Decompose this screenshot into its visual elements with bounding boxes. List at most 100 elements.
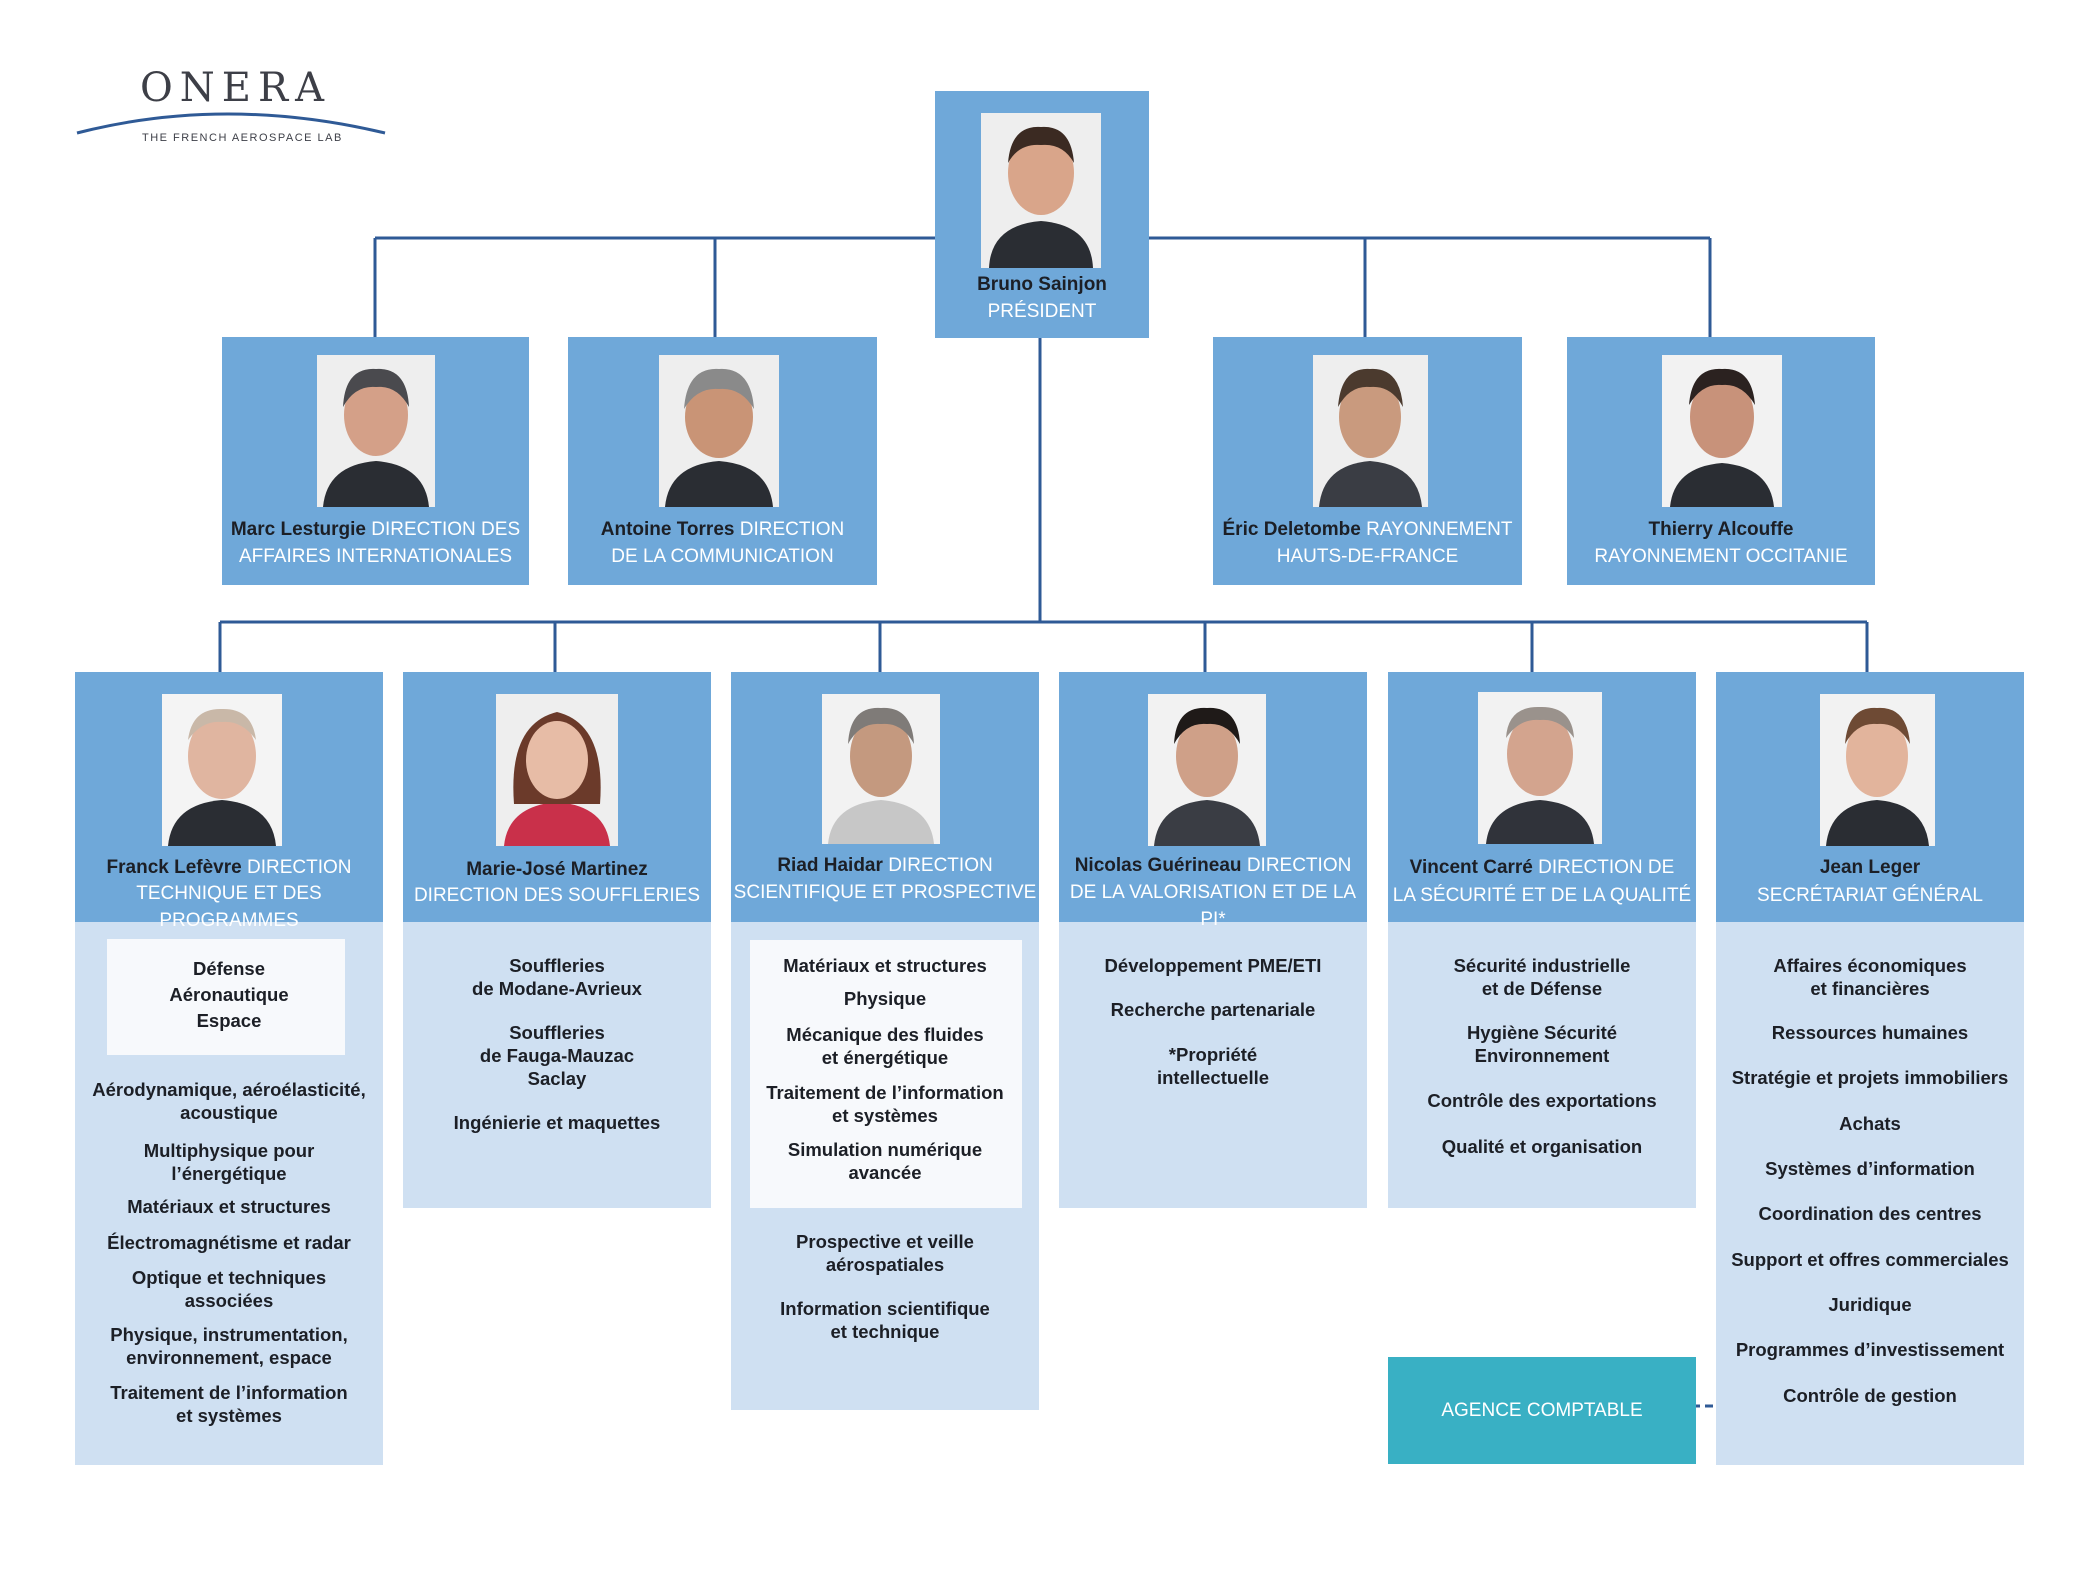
list-item: Physique [843, 988, 927, 1009]
person-title-line1: DIRECTION [888, 855, 993, 876]
person-title-line2: SCIENTIFIQUE ET PROSPECTIVE [733, 882, 1037, 903]
person-icon [1478, 692, 1602, 844]
person-photo [1148, 694, 1266, 846]
list-item: Information scientifique et technique [780, 1298, 990, 1342]
person-icon [659, 355, 779, 507]
person-icon [1313, 355, 1428, 507]
card-affaires-internationales: Marc Lesturgie DIRECTION DES AFFAIRES IN… [222, 337, 529, 585]
list-item: Simulation numérique avancée [787, 1139, 983, 1183]
list-item: Coordination des centres [1758, 1203, 1982, 1224]
list-item: Mécanique des fluides et énergétique [786, 1024, 984, 1068]
onera-logo: ONERA THE FRENCH AEROSPACE LAB [75, 65, 395, 150]
list-item: Espace [196, 1010, 262, 1031]
person-name: Vincent Carré [1409, 857, 1533, 878]
person-title-line2: SECRÉTARIAT GÉNÉRAL [1757, 885, 1983, 906]
list-item: Traitement de l’information et systèmes [110, 1382, 348, 1426]
person-title-line2: HAUTS-DE-FRANCE [1276, 546, 1459, 567]
list-item: Matériaux et structures [783, 955, 987, 976]
person-icon [822, 694, 940, 844]
person-photo [1478, 692, 1602, 844]
card-secretariat-general: Jean Leger SECRÉTARIAT GÉNÉRAL [1716, 672, 2024, 922]
person-icon [1148, 694, 1266, 846]
person-photo [1313, 355, 1428, 507]
card-occitanie: Thierry Alcouffe RAYONNEMENT OCCITANIE [1567, 337, 1875, 585]
person-name: Franck Lefèvre [106, 857, 242, 878]
list-item: Optique et techniques associées [131, 1267, 327, 1311]
person-icon [317, 355, 435, 507]
domains-box [107, 939, 345, 1055]
list-item: Hygiène Sécurité Environnement [1466, 1022, 1618, 1066]
list-item: Qualité et organisation [1441, 1136, 1643, 1157]
list-item: Ressources humaines [1771, 1022, 1969, 1043]
person-title-line2: DE LA VALORISATION ET DE LA PI* [1069, 882, 1357, 930]
list-item: Affaires économiques et financières [1773, 955, 1967, 999]
person-name: Éric Deletombe [1222, 519, 1361, 540]
list-item: Recherche partenariale [1110, 999, 1316, 1020]
list-item: Support et offres commerciales [1731, 1249, 2009, 1270]
person-photo [659, 355, 779, 507]
person-title-line1: DIRECTION DE [1538, 857, 1675, 878]
list-item: Souffleries de Fauga-Mauzac Saclay [479, 1022, 635, 1089]
person-title-line1: RAYONNEMENT [1366, 519, 1513, 540]
list-item: Systèmes d’information [1765, 1158, 1975, 1179]
person-title-line2: DE LA COMMUNICATION [611, 546, 834, 567]
person-name: Antoine Torres [600, 519, 735, 540]
person-name: Nicolas Guérineau [1074, 855, 1242, 876]
list-item: Électromagnétisme et radar [107, 1232, 351, 1253]
person-name: Bruno Sainjon [977, 274, 1107, 295]
logo-wordmark: ONERA [140, 65, 331, 111]
logo-tagline: THE FRENCH AEROSPACE LAB [142, 132, 343, 144]
person-title-line2: AFFAIRES INTERNATIONALES [238, 546, 513, 567]
person-photo [1662, 355, 1782, 507]
person-title-line1: DIRECTION [739, 519, 845, 540]
card-securite-qualite: Vincent Carré DIRECTION DE LA SÉCURITÉ E… [1388, 672, 1696, 922]
logo-swoosh-icon [76, 112, 386, 135]
list-item: *Propriété intellectuelle [1156, 1044, 1270, 1088]
list-item: Programmes d’investissement [1735, 1339, 2005, 1360]
person-photo [162, 694, 282, 846]
person-title-line1: DIRECTION [246, 857, 352, 878]
list-item: Multiphysique pour l’énergétique [143, 1140, 315, 1184]
card-direction-technique: Franck Lefèvre DIRECTION TECHNIQUE ET DE… [75, 672, 383, 931]
person-photo [822, 694, 940, 844]
person-name: Marc Lesturgie [230, 519, 366, 540]
list-item: Sécurité industrielle et de Défense [1453, 955, 1631, 999]
list-item: Traitement de l’information et systèmes [766, 1082, 1004, 1126]
person-title-line2: TECHNIQUE ET DES PROGRAMMES [136, 883, 322, 931]
list-item: Matériaux et structures [127, 1196, 331, 1217]
person-icon [1662, 355, 1782, 507]
person-icon [496, 694, 618, 846]
list-item: Aéronautique [169, 984, 289, 1005]
list-item: Contrôle des exportations [1427, 1090, 1657, 1111]
person-title: PRÉSIDENT [987, 301, 1097, 322]
president-card: Bruno Sainjon PRÉSIDENT [935, 91, 1149, 338]
person-title-line1: DIRECTION DES [371, 519, 521, 540]
person-icon [162, 694, 282, 846]
person-icon [1820, 694, 1935, 846]
list-item: Développement PME/ETI [1104, 955, 1322, 976]
person-icon [981, 113, 1101, 268]
person-name: Riad Haidar [777, 855, 883, 876]
card-hauts-de-france: Éric Deletombe RAYONNEMENT HAUTS-DE-FRAN… [1213, 337, 1522, 585]
person-name: Marie-José Martinez [466, 859, 648, 880]
person-title-line2: DIRECTION DES SOUFFLERIES [413, 885, 701, 906]
person-photo [496, 694, 618, 846]
person-photo [1820, 694, 1935, 846]
list-item: Souffleries de Modane-Avrieux [472, 955, 642, 999]
list-item: Défense [193, 958, 265, 979]
president-photo [981, 113, 1101, 268]
card-communication: Antoine Torres DIRECTION DE LA COMMUNICA… [568, 337, 877, 585]
agence-comptable-box: AGENCE COMPTABLE [1388, 1357, 1696, 1464]
card-souffleries: Marie-José Martinez DIRECTION DES SOUFFL… [403, 672, 711, 922]
card-valorisation: Nicolas Guérineau DIRECTION DE LA VALORI… [1059, 672, 1367, 930]
agence-comptable-label: AGENCE COMPTABLE [1441, 1400, 1643, 1421]
person-photo [317, 355, 435, 507]
list-item: Stratégie et projets immobiliers [1731, 1067, 2009, 1088]
person-name: Jean Leger [1819, 857, 1921, 878]
list-item: Physique, instrumentation, environnement… [110, 1324, 348, 1368]
person-title-line2: RAYONNEMENT OCCITANIE [1594, 546, 1848, 567]
list-item: Contrôle de gestion [1783, 1385, 1957, 1406]
list-item: Aérodynamique, aéroélasticité, acoustiqu… [92, 1079, 366, 1123]
list-item: Achats [1839, 1113, 1901, 1134]
departments-box [750, 940, 1022, 1208]
